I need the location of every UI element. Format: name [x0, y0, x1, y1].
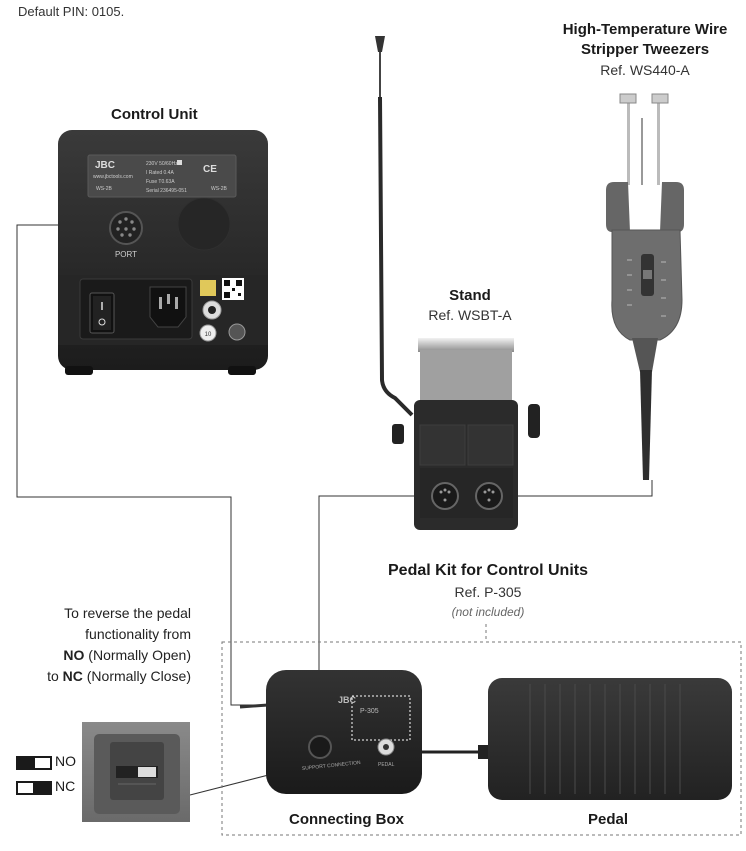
line-control-unit-to-box — [16, 224, 268, 706]
switch-no-icon — [16, 756, 52, 770]
connecting-box-brand: JBC — [338, 695, 357, 705]
pedal-kit-title: Pedal Kit for Control Units — [388, 562, 588, 579]
control-unit-rated: I Rated 0.4A — [146, 170, 174, 176]
connection-lines — [16, 224, 653, 796]
instruction-line4: to NC (Normally Close) — [47, 666, 191, 687]
connecting-box-model: P-305 — [360, 708, 379, 715]
control-unit-voltage: 230V 50/60Hz — [146, 161, 178, 167]
instruction-line3: NO (Normally Open) — [47, 645, 191, 666]
switch-nc-label: NC — [55, 778, 76, 794]
stand-ref: Ref. WSBT-A — [428, 307, 512, 323]
pedal-kit-region — [221, 641, 742, 836]
stand-device — [375, 36, 540, 530]
pedal-label: Pedal — [588, 811, 629, 828]
connecting-box-device — [239, 670, 488, 794]
instruction-line1: To reverse the pedal — [64, 605, 191, 621]
switch-highlight — [351, 695, 411, 741]
control-unit-website: www.jbctools.com — [93, 174, 133, 180]
control-unit-brand: JBC — [95, 160, 115, 171]
stand-title: Stand — [449, 287, 491, 304]
switch-zoom-inset — [82, 722, 190, 822]
control-unit-title: Control Unit — [111, 106, 198, 123]
no-full: (Normally Open) — [84, 647, 191, 663]
pedal-device — [478, 678, 732, 800]
control-unit-port-label: PORT — [115, 250, 137, 259]
connecting-box-label: Connecting Box — [289, 811, 404, 828]
control-unit-fuse: Fuse T0.63A — [146, 179, 175, 185]
instruction-line2: functionality from — [85, 626, 191, 642]
tweezers-title-line2: Stripper Tweezers — [580, 41, 710, 58]
nc-full: (Normally Close) — [82, 668, 191, 684]
reverse-instruction: To reverse the pedal functionality from … — [47, 603, 191, 687]
switch-no-label: NO — [55, 753, 76, 769]
no-abbr: NO — [63, 647, 85, 663]
switch-nc-icon — [16, 781, 52, 795]
to-word: to — [47, 668, 63, 684]
default-pin-text: Default PIN: 0105. — [18, 4, 125, 19]
control-unit-model-right: WS-2B — [211, 186, 228, 192]
control-unit-device — [58, 130, 268, 375]
line-stand-to-box — [318, 495, 444, 745]
pedal-kit-ref: Ref. P-305 — [454, 584, 522, 600]
pedal-kit-note: (not included) — [451, 605, 525, 619]
tweezers-ref: Ref. WS440-A — [600, 62, 690, 78]
ce-mark: CE — [203, 164, 217, 175]
control-unit-model-left: WS-2B — [96, 186, 113, 192]
control-unit-serial: Serial 236495-051 — [146, 188, 187, 194]
connecting-box-pedal-label: PEDAL — [378, 762, 395, 768]
line-stand-to-tweezers — [488, 480, 653, 497]
nc-abbr: NC — [62, 668, 83, 684]
tweezers-device — [606, 93, 684, 480]
control-unit-badge: 10 — [205, 332, 212, 338]
tweezers-title-line1: High-Temperature Wire — [562, 21, 728, 38]
